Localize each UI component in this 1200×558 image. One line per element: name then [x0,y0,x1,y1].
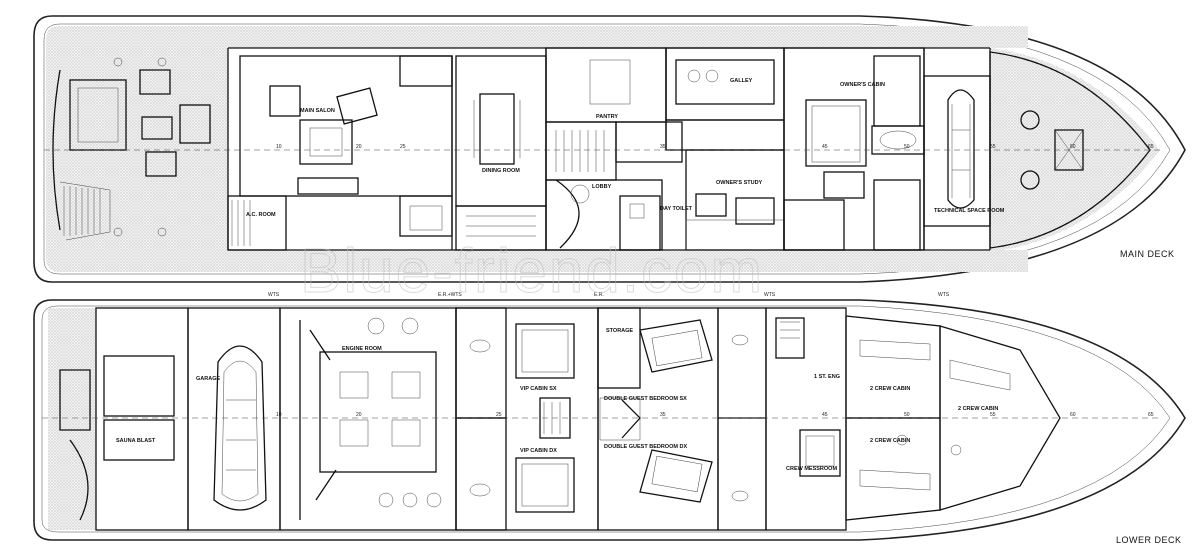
lower-deck [33,299,1186,541]
main-deck [33,15,1186,283]
main-deck-frame-marks: 10 20 25 35 45 50 55 60 65 [276,144,1154,150]
vip-cabin-sx-label: VIP CABIN SX [520,386,557,392]
frame-mark: 20 [356,144,362,150]
vip-cabin-dx-label: VIP CABIN DX [520,448,557,454]
main-salon-label: MAIN SALON [300,108,335,114]
frame-mark: 60 [1070,412,1076,418]
frame-mark: 20 [356,412,362,418]
frame-mark: 50 [904,144,910,150]
garage-label: GARAGE [196,376,220,382]
wts-mark: WTS [938,292,950,298]
dining-room-label: DINING ROOM [482,168,520,174]
wts-mark: WTS [764,292,776,298]
wts-mark: WTS [268,292,280,298]
pantry-label: PANTRY [596,114,618,120]
first-eng-label: 1 ST. ENG [814,374,840,380]
storage-label: STORAGE [606,328,633,334]
crew-cabin-1-label: 2 CREW CABIN [870,386,910,392]
frame-mark: 60 [1070,144,1076,150]
technical-space-label: TECHNICAL SPACE ROOM [934,208,1005,214]
frame-mark: 45 [822,412,828,418]
main-deck-hull [33,15,1186,283]
lower-deck-label: LOWER DECK [1116,535,1182,545]
frame-mark: 45 [822,144,828,150]
lower-deck-frame-marks: 10 20 25 35 45 50 55 60 65 [276,412,1154,418]
engine-room-label: ENGINE ROOM [342,346,382,352]
frame-mark: 25 [496,412,502,418]
frame-mark: 50 [904,412,910,418]
frame-mark: 10 [276,144,282,150]
frame-mark: 35 [660,412,666,418]
frame-mark: 65 [1148,412,1154,418]
frame-mark: 25 [400,144,406,150]
crew-messroom-label: CREW MESSROOM [786,466,837,472]
lobby-label: LOBBY [592,184,612,190]
double-guest-dx-label: DOUBLE GUEST BEDROOM DX [604,444,687,450]
ac-room-label: A.C. ROOM [246,212,276,218]
double-guest-sx-label: DOUBLE GUEST BEDROOM SX [604,396,687,402]
wts-mark: E.R. [594,292,604,298]
sauna-label: SAUNA BLAST [116,438,156,444]
frame-mark: 55 [990,412,996,418]
crew-cabin-2-label: 2 CREW CABIN [870,438,910,444]
frame-mark: 55 [990,144,996,150]
frame-mark: 10 [276,412,282,418]
watermark: Blue-friend.com [300,237,764,306]
galley-label: GALLEY [730,78,753,84]
main-deck-label: MAIN DECK [1120,249,1175,259]
crew-cabin-3-label: 2 CREW CABIN [958,406,998,412]
lower-deck-hull [33,299,1186,541]
owners-cabin-label: OWNER'S CABIN [840,82,885,88]
day-toilet-label: DAY TOILET [660,206,693,212]
frame-mark: 65 [1148,144,1154,150]
owners-study-label: OWNER'S STUDY [716,180,763,186]
wts-mark: E.R.+WTS [438,292,462,298]
frame-mark: 35 [660,144,666,150]
